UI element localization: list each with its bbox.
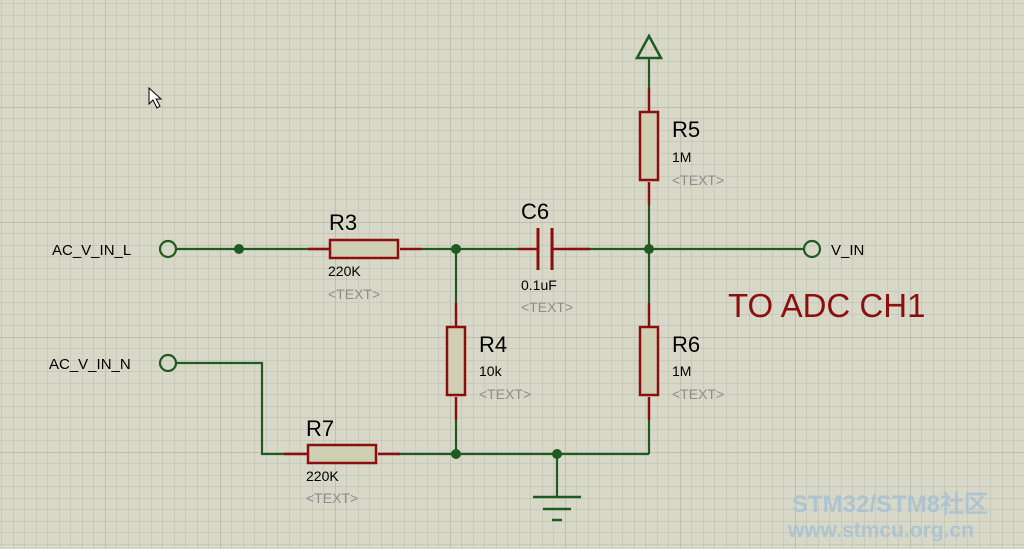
terminal-ac-v-in-l[interactable]: AC_V_IN_L [52, 239, 178, 259]
ground-icon [533, 495, 581, 522]
mouse-cursor-icon [148, 86, 163, 109]
junction-dot [451, 244, 461, 254]
c6-ref: C6 [521, 199, 549, 224]
r5-ref: R5 [672, 117, 700, 142]
resistor-r6[interactable]: R6 1M <TEXT> [638, 303, 724, 420]
c6-value: 0.1uF [521, 277, 557, 293]
r3-ref: R3 [329, 210, 357, 235]
r4-value: 10k [479, 363, 503, 379]
terminal-v-in[interactable]: V_IN [802, 239, 864, 259]
terminal-label-ac-n: AC_V_IN_N [49, 356, 131, 373]
r4-text: <TEXT> [479, 386, 531, 402]
resistor-r7[interactable]: R7 220K <TEXT> [284, 416, 400, 506]
r5-text: <TEXT> [672, 172, 724, 188]
r7-text: <TEXT> [306, 490, 358, 506]
junctions [234, 244, 654, 459]
watermark-line2: www.stmcu.org.cn [787, 519, 974, 542]
c6-text: <TEXT> [521, 299, 573, 315]
r6-text: <TEXT> [672, 386, 724, 402]
terminal-label-v-in: V_IN [831, 242, 864, 259]
terminal-label-ac-l: AC_V_IN_L [52, 242, 131, 259]
r5-value: 1M [672, 149, 691, 165]
resistor-r3[interactable]: R3 220K <TEXT> [308, 210, 422, 302]
power-arrow-icon[interactable] [634, 33, 664, 60]
junction-dot [644, 244, 654, 254]
r4-ref: R4 [479, 332, 507, 357]
r6-value: 1M [672, 363, 691, 379]
r3-text: <TEXT> [328, 286, 380, 302]
adc-note: TO ADC CH1 [728, 287, 925, 324]
r7-value: 220K [306, 468, 339, 484]
junction-dot [234, 244, 244, 254]
junction-dot [552, 449, 562, 459]
r3-value: 220K [328, 263, 361, 279]
terminal-ac-v-in-n[interactable]: AC_V_IN_N [49, 353, 178, 373]
watermark-line1: STM32/STM8社区 [792, 490, 988, 518]
resistor-r5[interactable]: R5 1M <TEXT> [638, 88, 724, 205]
r7-ref: R7 [306, 416, 334, 441]
r6-ref: R6 [672, 332, 700, 357]
junction-dot [451, 449, 461, 459]
capacitor-c6[interactable]: C6 0.1uF <TEXT> [518, 199, 590, 315]
resistor-r4[interactable]: R4 10k <TEXT> [445, 303, 531, 420]
